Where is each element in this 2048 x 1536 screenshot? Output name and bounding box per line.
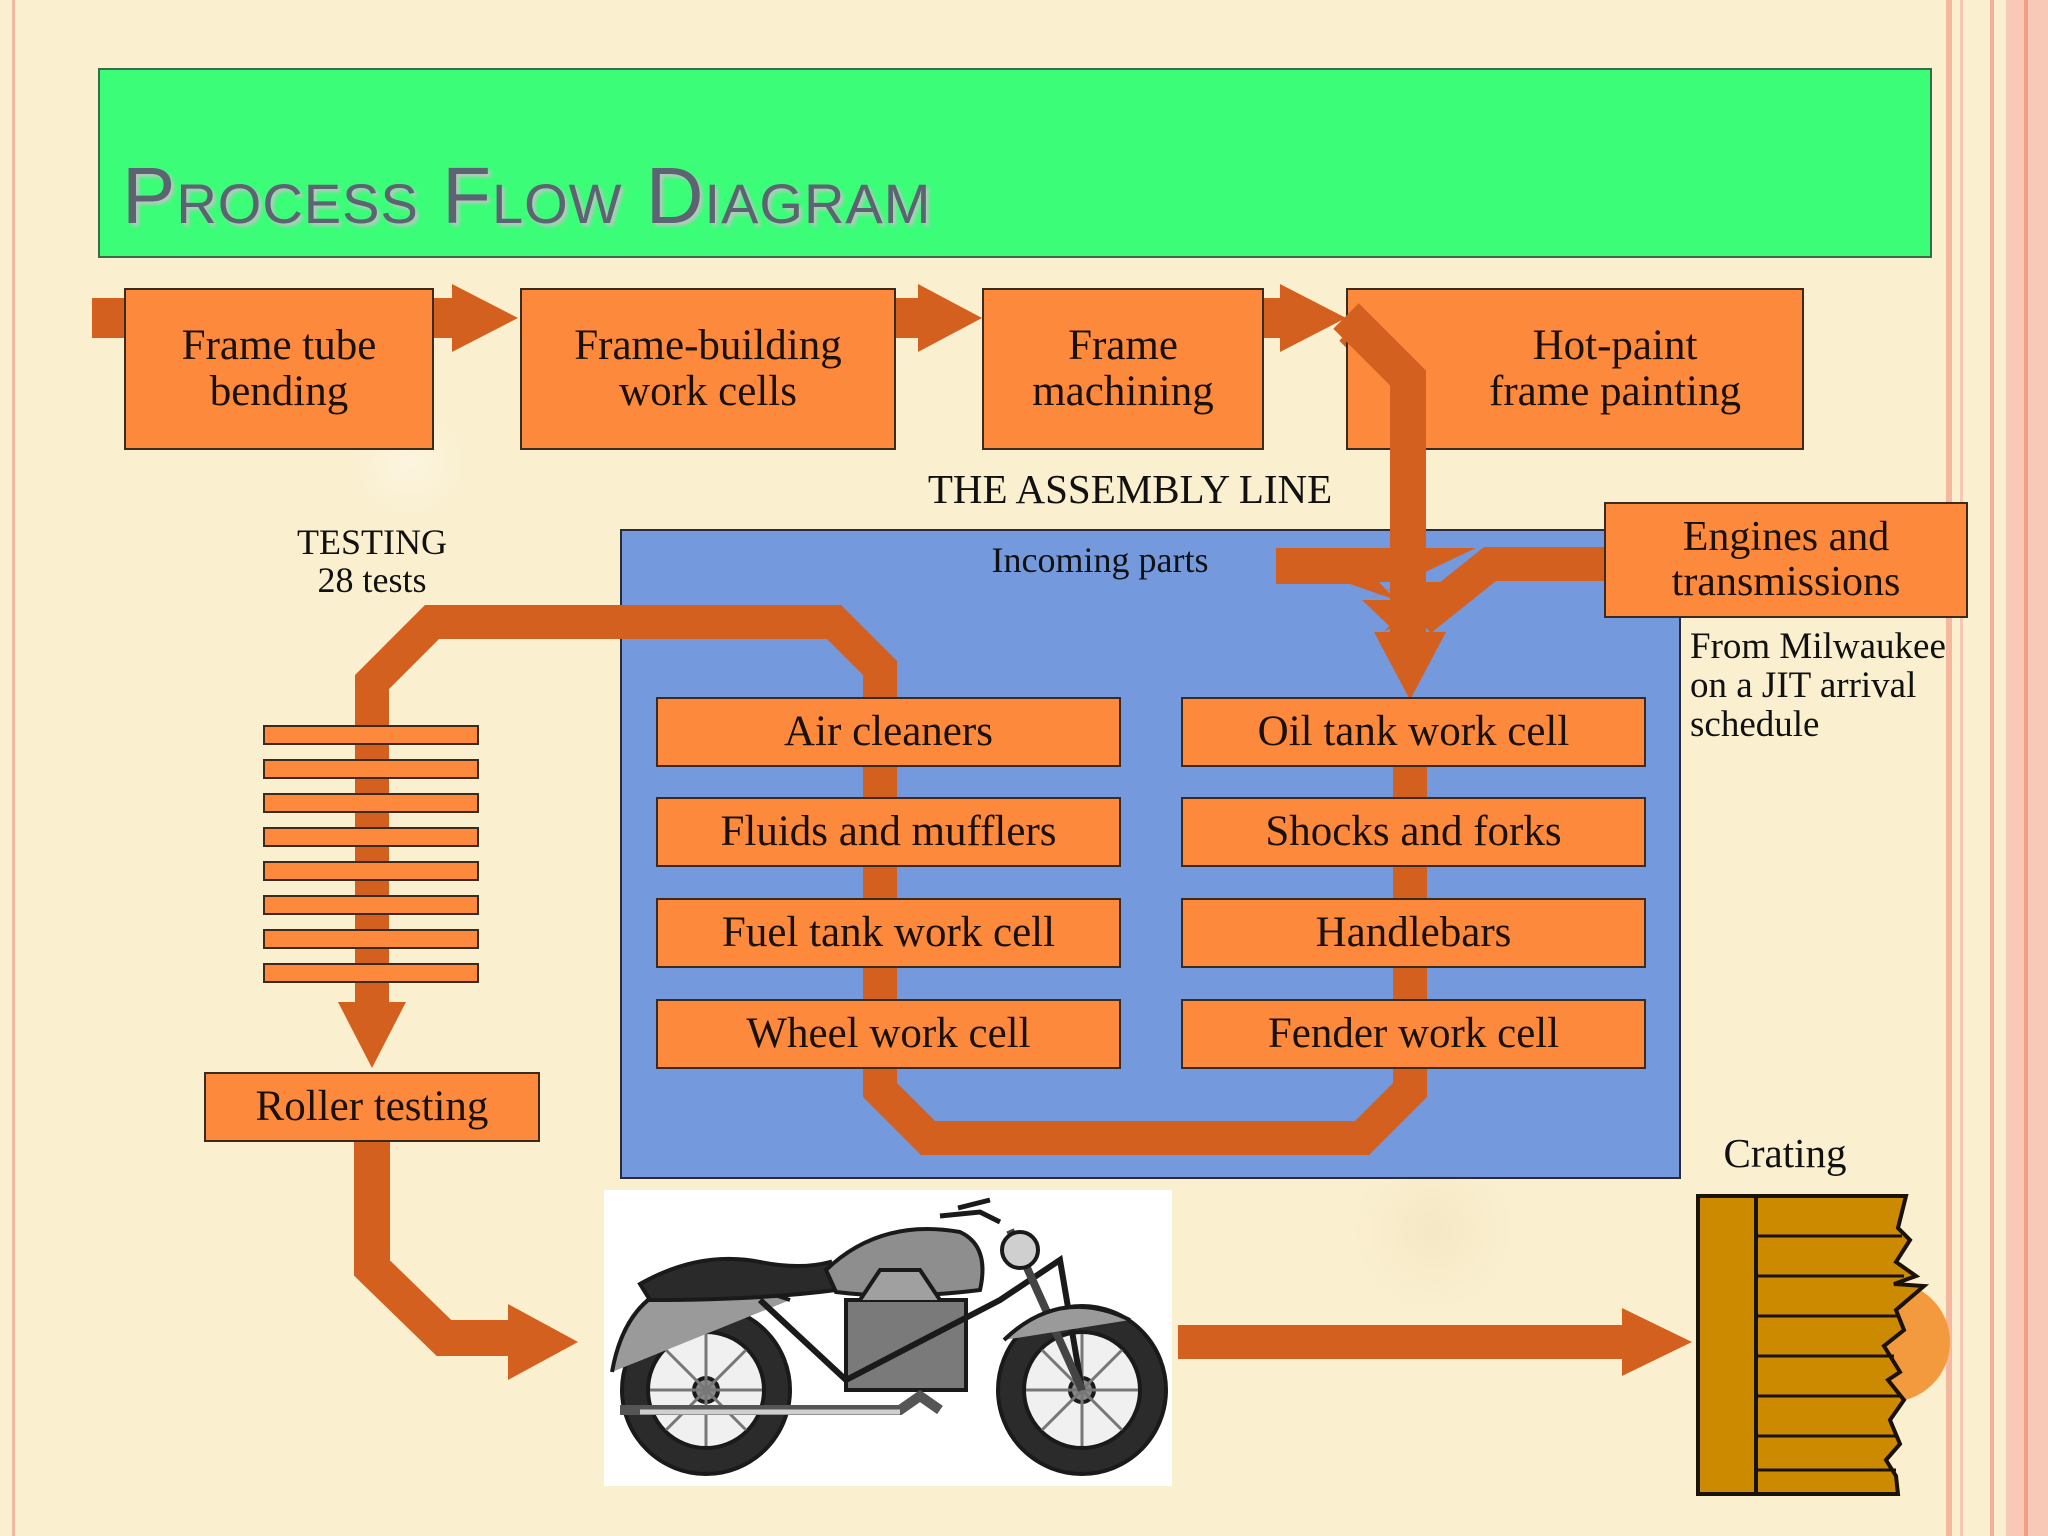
- process-box-frame-tube-bending: Frame tube bending: [124, 288, 434, 450]
- work-cell-label: Fender work cell: [1267, 1009, 1560, 1057]
- engines-transmissions-box: Engines and transmissions: [1604, 502, 1968, 618]
- testing-label: TESTING 28 tests: [297, 522, 447, 600]
- engines-path: [1409, 547, 1610, 634]
- process-box-frame-machining: Frame machining: [982, 288, 1264, 450]
- decorative-stripe: [1946, 0, 1952, 1536]
- testing-stripe: [263, 963, 479, 983]
- assembly-line-label: THE ASSEMBLY LINE: [927, 466, 1333, 512]
- work-cell-fender: Fender work cell: [1181, 999, 1646, 1069]
- arrowhead-down-right-column: [1374, 632, 1446, 700]
- page-title: Process Flow Diagram: [122, 151, 932, 240]
- process-box-frame-building: Frame-building work cells: [520, 288, 896, 450]
- work-cell-oil-tank: Oil tank work cell: [1181, 697, 1646, 767]
- title-banner: Process Flow Diagram: [98, 68, 1932, 258]
- process-box-label: Frame-building work cells: [574, 321, 842, 415]
- testing-stripe: [263, 759, 479, 779]
- arrowhead-down-roller: [338, 1002, 406, 1068]
- work-cell-label: Air cleaners: [784, 707, 993, 755]
- work-cell-label: Oil tank work cell: [1257, 707, 1570, 755]
- arrowhead-right-crate: [1622, 1308, 1692, 1376]
- testing-stripe: [263, 895, 479, 915]
- work-cell-handlebars: Handlebars: [1181, 898, 1646, 968]
- work-cell-fluids-mufflers: Fluids and mufflers: [656, 797, 1121, 867]
- work-cell-label: Shocks and forks: [1265, 807, 1562, 855]
- engines-label: Engines and transmissions: [1671, 513, 1901, 605]
- testing-stripe: [263, 861, 479, 881]
- testing-stripe: [263, 827, 479, 847]
- paint-arrow-segment: [1333, 303, 1426, 560]
- decorative-stripe: [2024, 0, 2028, 1536]
- testing-stripe: [263, 793, 479, 813]
- roller-testing-label: Roller testing: [255, 1082, 489, 1130]
- testing-stripe: [263, 929, 479, 949]
- decorative-stripe: [12, 0, 15, 1536]
- work-cell-wheel: Wheel work cell: [656, 999, 1121, 1069]
- work-cell-label: Fuel tank work cell: [721, 908, 1056, 956]
- work-cell-label: Handlebars: [1315, 908, 1512, 956]
- process-box-label: Hot-paint frame painting: [1489, 321, 1741, 415]
- testing-stripe: [263, 725, 479, 745]
- roller-path: [354, 1140, 520, 1356]
- work-cell-fuel-tank: Fuel tank work cell: [656, 898, 1121, 968]
- incoming-parts-arrow: [1276, 552, 1396, 600]
- roller-testing-box: Roller testing: [204, 1072, 540, 1142]
- decorative-stripe: [1960, 0, 1963, 1536]
- incoming-parts-label: Incoming parts: [991, 540, 1209, 580]
- process-box-label: Frame tube bending: [181, 321, 377, 415]
- work-cell-label: Wheel work cell: [746, 1009, 1031, 1057]
- work-cell-shocks-forks: Shocks and forks: [1181, 797, 1646, 867]
- work-cell-air-cleaners: Air cleaners: [656, 697, 1121, 767]
- decorative-stripe: [1990, 0, 1994, 1536]
- milwaukee-note: From Milwaukee on a JIT arrival schedule: [1690, 626, 1946, 745]
- crating-label: Crating: [1723, 1130, 1847, 1176]
- process-box-label: Frame machining: [1032, 321, 1214, 415]
- work-cell-label: Fluids and mufflers: [720, 807, 1057, 855]
- arrowhead-right-moto: [508, 1304, 578, 1380]
